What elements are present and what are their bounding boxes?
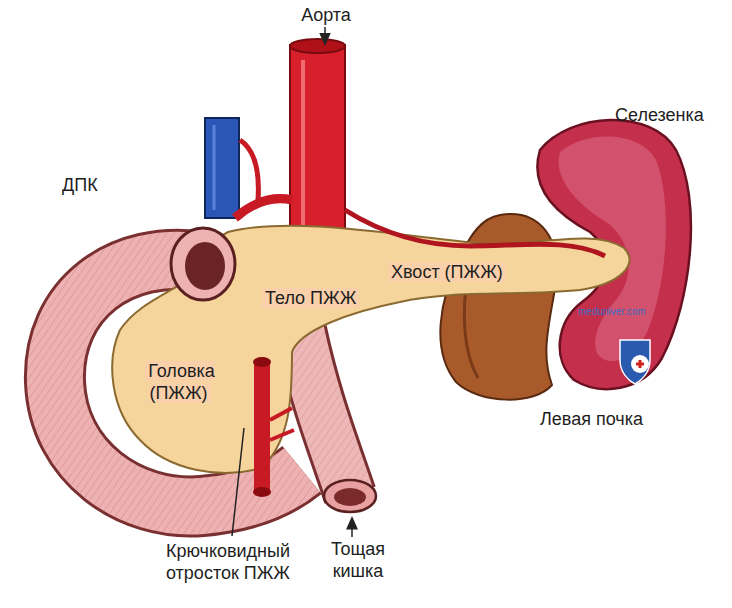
part-label: Крючковидный отросток ПЖЖ bbox=[166, 541, 290, 583]
jejunum-arrow bbox=[351, 522, 353, 537]
aorta-arrow bbox=[324, 27, 326, 40]
organ-label-box: ДПК bbox=[62, 174, 112, 196]
watermark-shield bbox=[620, 340, 650, 384]
part-label: Головка (ПЖЖ) bbox=[145, 361, 215, 403]
uncinate-leader bbox=[232, 428, 244, 536]
organ-label: ДПК bbox=[62, 175, 98, 195]
part-label: Хвост (ПЖЖ) bbox=[388, 262, 506, 282]
pancreas bbox=[112, 226, 629, 473]
organ-label-box: Селезенка bbox=[615, 104, 715, 126]
organ-label: Тощая кишка bbox=[331, 539, 385, 581]
jejunum bbox=[300, 330, 350, 495]
organ-label-box: Левая почка bbox=[540, 408, 690, 430]
duodenum-opening bbox=[171, 228, 235, 300]
mesenteric-artery bbox=[254, 360, 270, 492]
watermark-box: meduniver.com bbox=[578, 306, 688, 318]
part-label-box: Тело ПЖЖ bbox=[262, 287, 392, 309]
organ-label-box: Аорта bbox=[296, 4, 356, 26]
part-label: Тело ПЖЖ bbox=[262, 288, 359, 308]
splenic-artery bbox=[345, 210, 605, 256]
watermark: meduniver.com bbox=[578, 306, 646, 317]
vein bbox=[205, 118, 239, 218]
part-label-box: Крючковидный отросток ПЖЖ bbox=[128, 540, 328, 584]
aorta bbox=[290, 45, 345, 245]
part-label-box: Головка (ПЖЖ) bbox=[125, 360, 235, 404]
organ-label: Левая почка bbox=[540, 409, 643, 429]
hepatic-artery bbox=[235, 199, 292, 218]
part-label-box: Хвост (ПЖЖ) bbox=[388, 261, 548, 283]
organ-label-box: Тощая кишка bbox=[318, 538, 398, 582]
organ-label: Аорта bbox=[301, 5, 351, 25]
organ-label: Селезенка bbox=[615, 105, 704, 125]
